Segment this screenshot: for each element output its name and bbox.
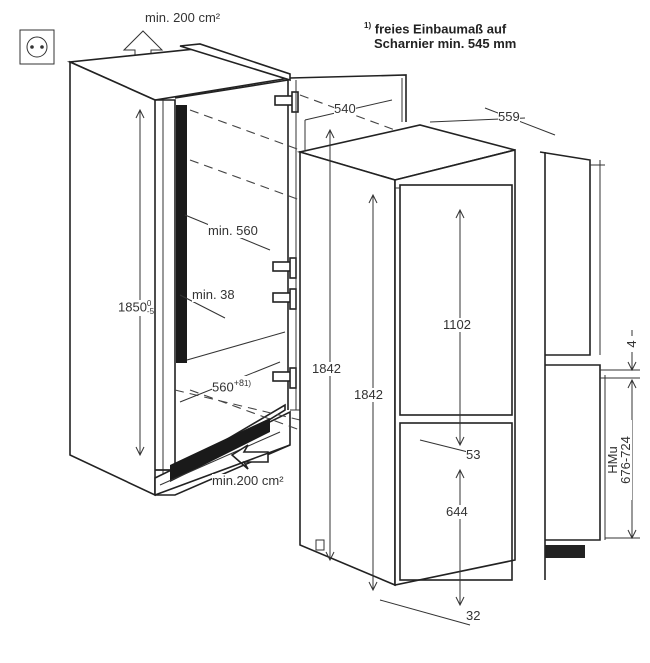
vent-top-label: min. 200 cm² <box>145 10 221 25</box>
dim-niche-width: 560+81) <box>212 376 252 395</box>
dim-niche-depth: min. 560 <box>208 223 258 238</box>
side-panel <box>539 151 606 580</box>
niche-height-tol-lower: -5 <box>146 307 155 316</box>
dim-depth-inner: 540 <box>334 101 356 116</box>
dim-depth-outer: 559 <box>498 109 520 124</box>
hmu-range: 676-724 <box>618 436 633 484</box>
niche-width-note: 1) <box>243 379 252 388</box>
niche-width-value: 560 <box>212 379 234 395</box>
dim-door-gap: 53 <box>466 447 481 462</box>
niche-cabinet <box>66 43 291 497</box>
niche-height-tol-upper: 0 <box>146 299 152 308</box>
footnote-line2: Scharnier min. 545 mm <box>374 36 517 52</box>
power-socket-icon <box>19 29 55 65</box>
dim-bottom-offset: 32 <box>466 608 481 623</box>
hinges <box>272 91 299 389</box>
footnote-line1: freies Einbaumaß auf <box>374 21 507 37</box>
footnote-marker: 1) <box>364 21 372 30</box>
vent-bottom-label: min.200 cm² <box>212 473 284 488</box>
vent-arrow-in-icon <box>230 444 269 470</box>
dim-niche-height: 18500-5 <box>118 299 155 316</box>
dim-panel-gap: 4 <box>624 336 639 352</box>
footnote: 1) freies Einbaumaß auf Scharnier min. 5… <box>364 18 516 51</box>
dim-height-left: 1842 <box>312 361 341 376</box>
niche-height-value: 1850 <box>118 299 147 315</box>
dim-vent-gap: min. 38 <box>192 287 235 302</box>
dim-height-right: 1842 <box>354 387 383 402</box>
dim-upper-door: 1102 <box>443 317 471 332</box>
niche-width-tol: +8 <box>233 378 244 388</box>
fridge <box>296 124 516 587</box>
dim-lower-door: 644 <box>446 504 468 519</box>
